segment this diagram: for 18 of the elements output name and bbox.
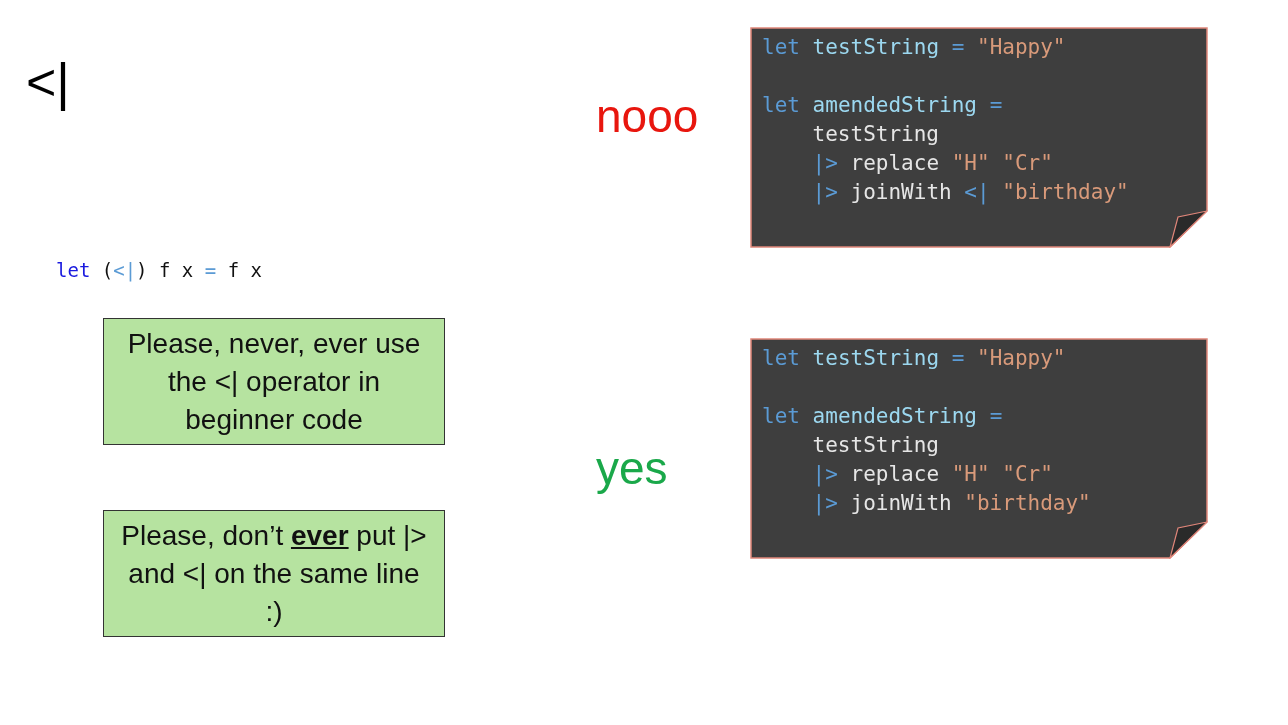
code-line: testString — [811, 432, 939, 459]
note-box: Please, never, ever use the <| operator in beginner code — [103, 318, 445, 445]
code-line: |> replace "H" "Cr" — [811, 150, 1053, 178]
verdict-label: yes — [596, 442, 668, 494]
code-card — [750, 338, 1208, 559]
slide-title: <| — [26, 52, 70, 112]
code-card — [750, 27, 1208, 248]
code-line: |> joinWith "birthday" — [811, 490, 1091, 518]
code-line: let testString = "Happy" — [762, 34, 1066, 61]
verdict-label: nooo — [596, 90, 699, 142]
code-line: |> joinWith <| "birthday" — [811, 179, 1129, 207]
code-line: let amendedString = — [762, 92, 1003, 119]
code-line: let testString = "Happy" — [762, 345, 1066, 372]
code-line: testString — [811, 121, 939, 148]
note-box: Please, don’t ever put |> and <| on the same line :) — [103, 510, 445, 637]
code-snippet: let (<|) f x = f x — [56, 259, 262, 281]
code-line: let amendedString = — [762, 403, 1003, 430]
code-line: |> replace "H" "Cr" — [811, 461, 1053, 489]
